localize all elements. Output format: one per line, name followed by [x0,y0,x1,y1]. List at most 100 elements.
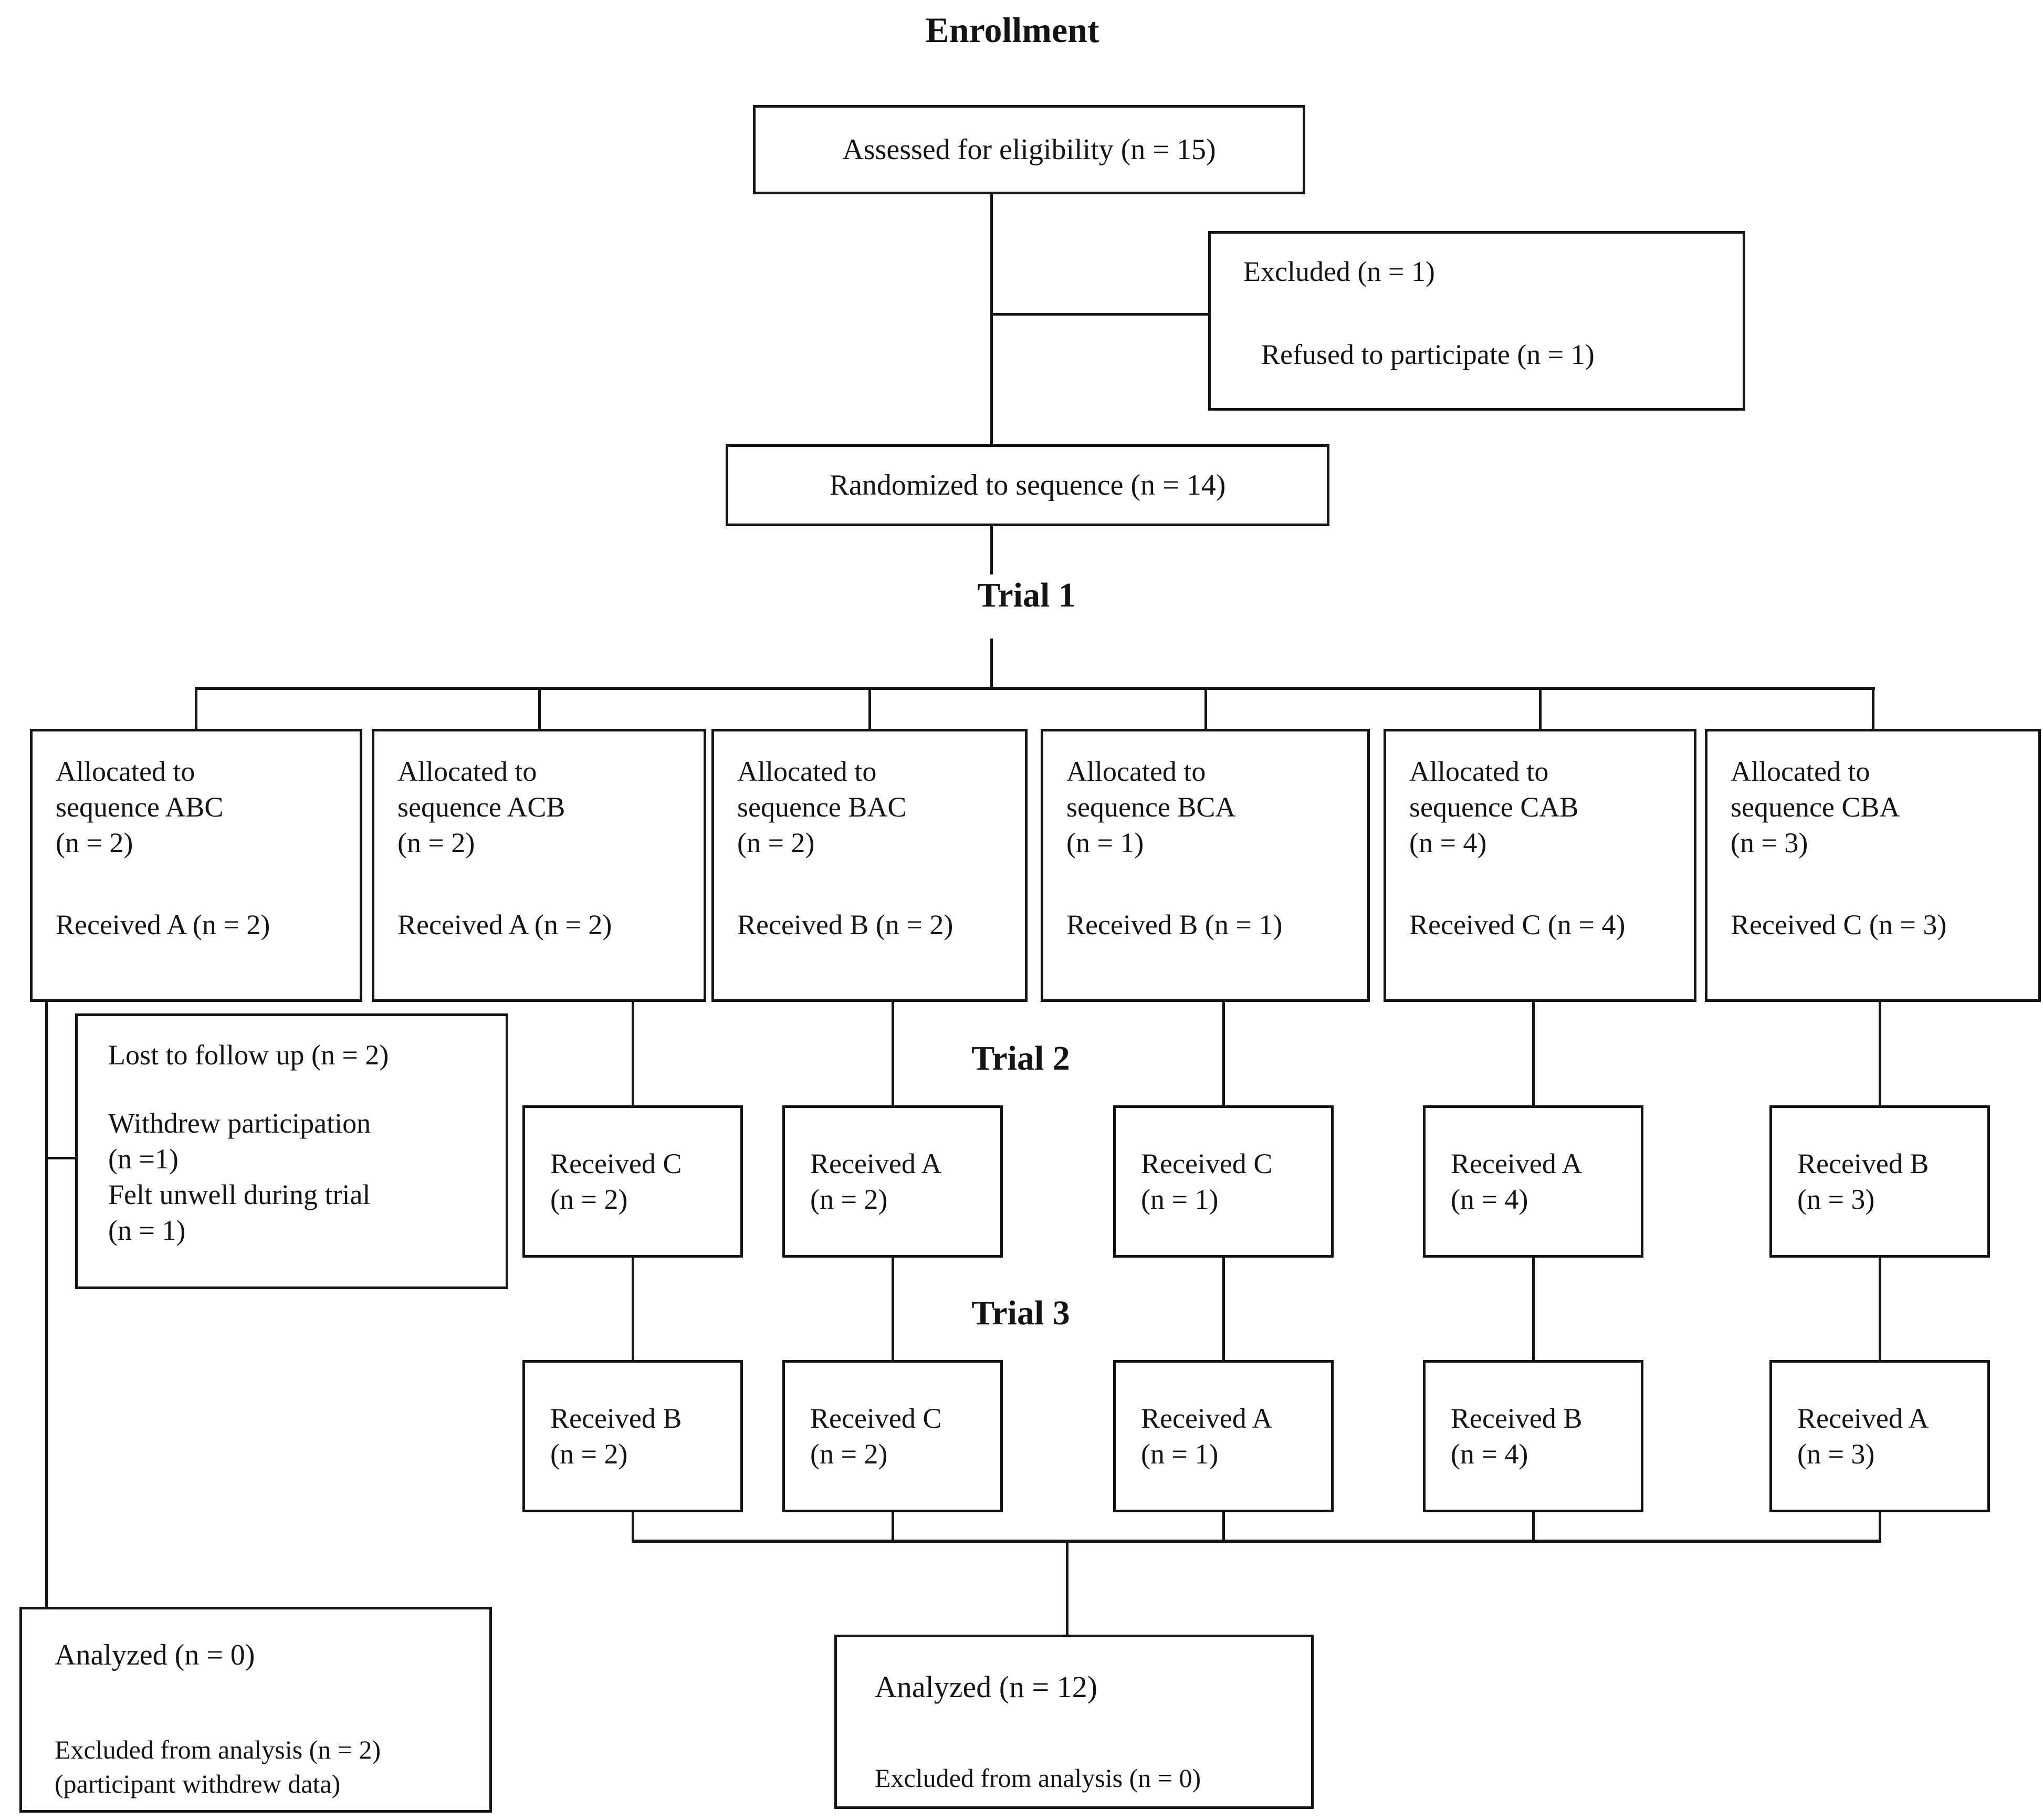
allocation-line: sequence ABC [56,791,224,823]
enrollment-heading: Enrollment [925,10,1099,50]
lost-title: Lost to follow up (n = 2) [108,1039,389,1071]
lost-reason-line: Felt unwell during trial [108,1179,371,1211]
allocation-line: (n = 2) [56,827,133,859]
trial3-box-line: Received B [1451,1402,1583,1434]
trial2-heading: Trial 2 [971,1039,1070,1078]
trial3-box-2: Received C (n = 2) [782,1360,1003,1512]
connector-col2-t3 [632,1258,634,1361]
allocation-line: (n = 1) [1066,827,1144,859]
connector-fan-drop-5 [1539,687,1542,730]
trial2-box-3: Received C (n = 1) [1113,1105,1334,1258]
allocation-box-cab: Allocated to sequence CAB (n = 4) Receiv… [1384,729,1696,1002]
allocation-line: (n = 4) [1409,827,1487,859]
connector-col6-collect [1879,1512,1881,1542]
connector-fan-drop-4 [1204,687,1207,730]
trial3-box-line: Received B [550,1402,682,1434]
trial2-box-line: (n = 4) [1451,1184,1528,1215]
trial2-box-2: Received A (n = 2) [782,1105,1003,1258]
allocation-line: Allocated to [1731,756,1870,787]
allocation-line: Allocated to [397,756,537,787]
trial3-box-line: Received A [1141,1402,1273,1434]
allocation-line: (n = 2) [737,827,815,859]
connector-col4-collect [1222,1512,1225,1542]
trial2-box-1: Received C (n = 2) [522,1105,743,1258]
connector-col5-collect [1532,1512,1535,1542]
received-text: Received C (n = 3) [1731,909,1947,941]
connector-fan-drop-3 [868,687,871,730]
received-text: Received B (n = 2) [737,909,954,941]
trial2-box-line: (n = 1) [1141,1184,1219,1215]
analyzed-left-title: Analyzed (n = 0) [55,1639,255,1671]
received-text: Received A (n = 2) [56,909,270,941]
received-text: Received B (n = 1) [1066,909,1283,941]
allocation-line: Allocated to [56,756,195,787]
connector-randomized-trial1 [990,526,993,574]
allocation-line: (n = 2) [397,827,475,859]
trial2-box-5: Received B (n = 3) [1769,1105,1990,1258]
allocation-line: Allocated to [1066,756,1206,787]
connector-col5-t2 [1532,1000,1535,1106]
trial3-box-line: (n = 4) [1451,1438,1528,1470]
trial3-box-3: Received A (n = 1) [1113,1360,1334,1512]
connector-fan-drop-6 [1872,687,1874,730]
assessed-text: Assessed for eligibility (n = 15) [842,133,1216,166]
connector-abc-analyzed [45,1002,48,1607]
connector-col2-t2 [632,1000,634,1106]
connector-col2-collect [632,1512,634,1542]
analyzed-center-line1: Excluded from analysis (n = 0) [875,1763,1201,1793]
randomized-box: Randomized to sequence (n = 14) [726,444,1329,526]
trial2-box-line: Received C [1141,1147,1273,1179]
connector-collect-analyzed [1066,1543,1068,1635]
lost-reason-line: (n = 1) [108,1215,186,1247]
analyzed-left-line1: Excluded from analysis (n = 2) [55,1734,381,1764]
allocation-line: Allocated to [1409,756,1549,787]
assessed-box: Assessed for eligibility (n = 15) [753,105,1305,194]
excluded-box: Excluded (n = 1) Refused to participate … [1208,231,1745,411]
trial2-box-4: Received A (n = 4) [1423,1105,1643,1258]
trial3-box-line: (n = 2) [810,1438,888,1470]
trial3-box-line: Received C [810,1402,942,1434]
trial2-box-line: (n = 2) [550,1184,628,1215]
trial2-box-line: Received A [1451,1147,1583,1179]
connector-fan-drop-2 [538,687,541,730]
lost-spacer [108,1073,485,1105]
connector-lost-stub [46,1157,76,1159]
trial2-box-line: (n = 2) [810,1184,888,1215]
received-text: Received C (n = 4) [1409,909,1626,941]
connector-collect-line [632,1540,1881,1543]
lost-to-followup-box: Lost to follow up (n = 2) Withdrew parti… [75,1013,508,1289]
trial2-box-line: Received B [1797,1147,1929,1179]
trial3-box-line: Received A [1797,1402,1929,1434]
analyzed-left-line2: (participant withdrew data) [55,1769,341,1798]
allocation-line: sequence CAB [1409,791,1579,823]
trial2-box-line: Received A [810,1147,942,1179]
connector-fan-line [195,687,1875,690]
connector-col4-t3 [1222,1258,1225,1361]
connector-trial1-fan [990,639,993,689]
trial3-box-1: Received B (n = 2) [522,1360,743,1512]
received-text: Received A (n = 2) [397,909,612,941]
trial3-box-5: Received A (n = 3) [1769,1360,1990,1512]
trial3-box-4: Received B (n = 4) [1423,1360,1643,1512]
allocation-box-bca: Allocated to sequence BCA (n = 1) Receiv… [1041,729,1370,1002]
trial2-box-line: Received C [550,1147,682,1179]
allocation-box-abc: Allocated to sequence ABC (n = 2) Receiv… [30,729,362,1002]
connector-col6-t2 [1879,1000,1881,1106]
connector-col3-t2 [892,1000,894,1106]
connector-assessed-randomized [990,194,993,444]
connector-col3-t3 [892,1258,894,1361]
trial2-box-line: (n = 3) [1797,1184,1875,1215]
analyzed-left-box: Analyzed (n = 0) Excluded from analysis … [19,1607,492,1813]
excluded-reason: Refused to participate (n = 1) [1261,339,1595,371]
allocation-line: Allocated to [737,756,877,787]
allocation-box-bac: Allocated to sequence BAC (n = 2) Receiv… [711,729,1028,1002]
connector-fan-drop-1 [195,687,197,730]
allocation-line: (n = 3) [1731,827,1808,859]
lost-reason-line: (n =1) [108,1143,179,1175]
trial3-heading: Trial 3 [971,1294,1070,1332]
analyzed-center-title: Analyzed (n = 12) [875,1670,1098,1704]
connector-col4-t2 [1222,1000,1225,1106]
analyzed-center-box: Analyzed (n = 12) Excluded from analysis… [834,1635,1314,1809]
connector-col6-t3 [1879,1258,1881,1361]
